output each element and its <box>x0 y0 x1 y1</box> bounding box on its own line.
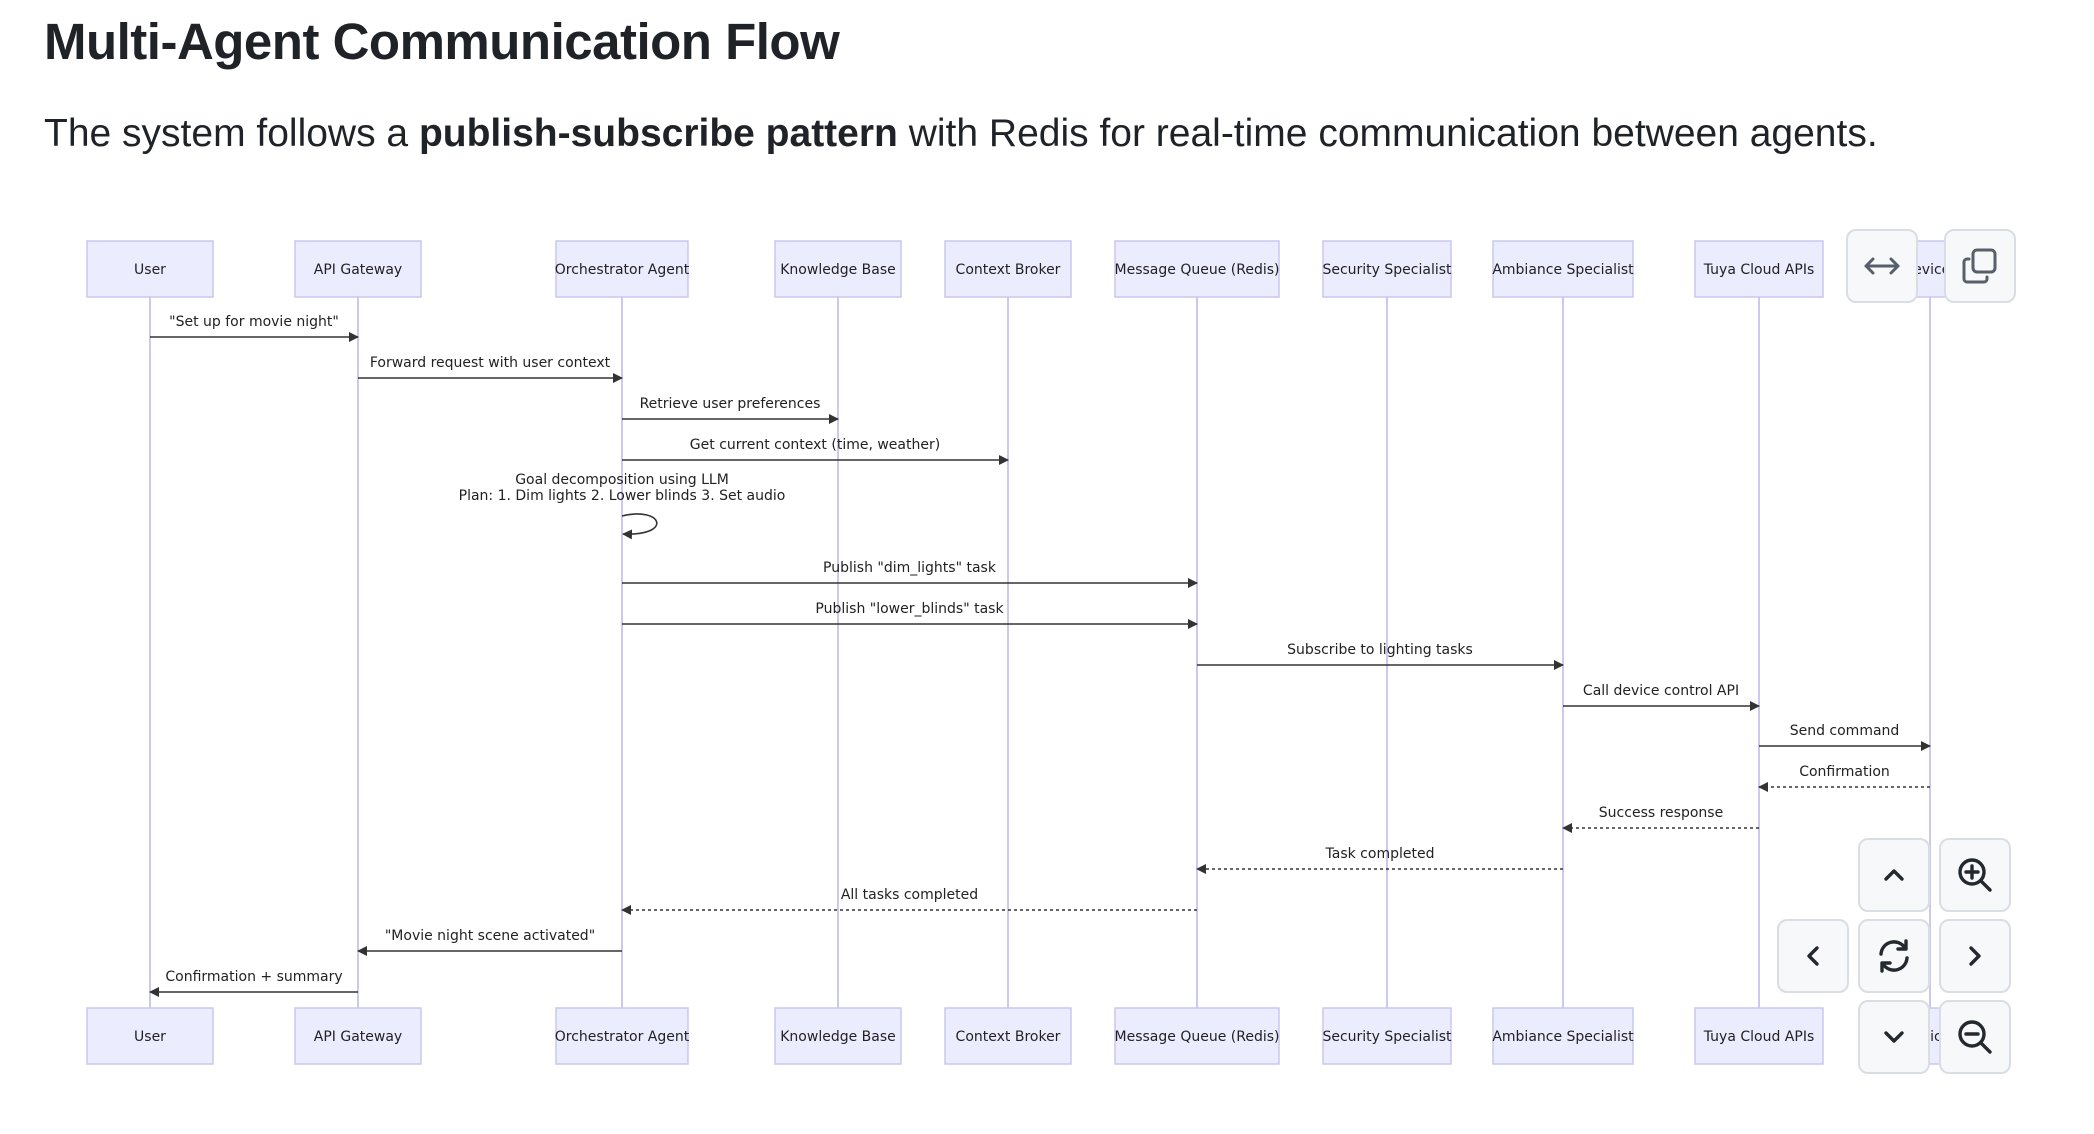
message-label: All tasks completed <box>841 887 978 903</box>
message-label: Plan: 1. Dim lights 2. Lower blinds 3. S… <box>459 488 786 504</box>
copy-icon <box>1962 248 1997 284</box>
pan-up-button[interactable] <box>1858 838 1930 912</box>
message-label: "Set up for movie night" <box>169 314 339 330</box>
actor-label-bottom: Context Broker <box>956 1029 1061 1045</box>
chevron-left-icon <box>1807 946 1819 966</box>
actor-label-top: Context Broker <box>956 262 1061 278</box>
message-label: Success response <box>1599 805 1723 821</box>
message-label: "Movie night scene activated" <box>385 928 595 944</box>
zoom-out-icon <box>1958 1020 1992 1054</box>
message-label: Call device control API <box>1583 683 1739 699</box>
actor-label-top: Ambiance Specialist <box>1492 262 1634 278</box>
actor-label-top: Knowledge Base <box>780 262 896 278</box>
actor-label-bottom: Message Queue (Redis) <box>1115 1029 1280 1045</box>
message-label: Forward request with user context <box>370 355 611 371</box>
expand-button[interactable] <box>1846 229 1918 303</box>
expand-horizontal-icon <box>1864 257 1900 275</box>
actor-box-top-message-queue-redis <box>1114 240 1280 298</box>
message-label: Goal decomposition using LLM <box>515 472 729 488</box>
actor-label-top: Orchestrator Agent <box>555 262 690 278</box>
intro-emphasis: publish-subscribe pattern <box>418 112 898 155</box>
message-label: Publish "dim_lights" task <box>823 560 997 576</box>
actor-box-top-tuya-cloud-apis <box>1694 240 1824 298</box>
copy-button[interactable] <box>1944 229 2016 303</box>
actor-label-top: User <box>134 262 166 278</box>
refresh-icon <box>1879 939 1909 973</box>
actor-label-top: Tuya Cloud APIs <box>1703 262 1815 278</box>
intro-text-end: with Redis for real-time communication b… <box>897 112 1878 155</box>
actor-label-bottom: Security Specialist <box>1322 1029 1452 1045</box>
chevron-up-icon <box>1884 869 1904 881</box>
actor-box-bottom-tuya-cloud-apis <box>1694 1007 1824 1065</box>
actor-box-bottom-api-gateway <box>294 1007 422 1065</box>
pan-down-button[interactable] <box>1858 1000 1930 1074</box>
message-label: Confirmation + summary <box>165 969 342 985</box>
zoom-in-icon <box>1958 858 1992 892</box>
actor-box-top-context-broker <box>944 240 1072 298</box>
self-message-arrow <box>621 513 658 540</box>
message-label: Task completed <box>1325 846 1435 862</box>
actor-label-bottom: Ambiance Specialist <box>1492 1029 1634 1045</box>
actor-label-bottom: User <box>134 1029 166 1045</box>
actor-label-top: Security Specialist <box>1322 262 1452 278</box>
actor-box-bottom-knowledge-base <box>774 1007 902 1065</box>
actor-box-top-ambiance-specialist <box>1492 240 1634 298</box>
page-title: Multi-Agent Communication Flow <box>44 13 840 70</box>
actor-box-bottom-security-specialist <box>1322 1007 1452 1065</box>
message-label: Publish "lower_blinds" task <box>815 601 1004 617</box>
pan-right-button[interactable] <box>1939 919 2011 993</box>
actor-label-bottom: Orchestrator Agent <box>555 1029 690 1045</box>
message-label: Retrieve user preferences <box>640 396 821 412</box>
zoom-in-button[interactable] <box>1939 838 2011 912</box>
message-label: Subscribe to lighting tasks <box>1287 642 1473 658</box>
actor-box-top-knowledge-base <box>774 240 902 298</box>
actor-box-bottom-message-queue-redis <box>1114 1007 1280 1065</box>
intro-text-start: The system follows a <box>44 112 419 155</box>
reset-view-button[interactable] <box>1858 919 1930 993</box>
chevron-down-icon <box>1884 1031 1904 1043</box>
actor-box-bottom-user <box>86 1007 214 1065</box>
message-label: Confirmation <box>1799 764 1890 780</box>
actor-label-top: API Gateway <box>314 262 402 278</box>
message-label: Get current context (time, weather) <box>690 437 940 453</box>
actor-box-top-orchestrator-agent <box>555 240 689 298</box>
pan-left-button[interactable] <box>1777 919 1849 993</box>
actor-box-top-api-gateway <box>294 240 422 298</box>
message-label: Send command <box>1790 723 1900 739</box>
actor-label-bottom: Tuya Cloud APIs <box>1703 1029 1815 1045</box>
intro-paragraph: The system follows a publish-subscribe p… <box>44 112 1878 156</box>
actor-box-bottom-ambiance-specialist <box>1492 1007 1634 1065</box>
actor-label-bottom: API Gateway <box>314 1029 402 1045</box>
actor-box-top-security-specialist <box>1322 240 1452 298</box>
actor-box-bottom-orchestrator-agent <box>555 1007 689 1065</box>
chevron-right-icon <box>1969 946 1981 966</box>
actor-label-top: Message Queue (Redis) <box>1115 262 1280 278</box>
zoom-out-button[interactable] <box>1939 1000 2011 1074</box>
actor-label-bottom: Knowledge Base <box>780 1029 896 1045</box>
actor-box-bottom-context-broker <box>944 1007 1072 1065</box>
actor-box-top-user <box>86 240 214 298</box>
